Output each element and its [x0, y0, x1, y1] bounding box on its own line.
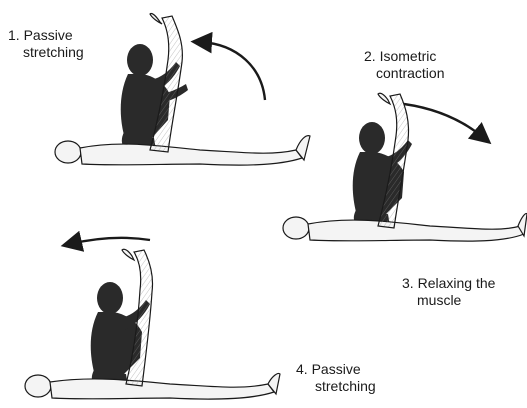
step-label-1: 1. Passive stretching	[8, 27, 84, 61]
step-1-line2: stretching	[8, 44, 84, 61]
step-1-line1: 1. Passive	[8, 27, 84, 44]
arrow-passive-stretch-4	[70, 238, 150, 244]
step-3-line2: muscle	[402, 292, 495, 309]
step-label-2: 2. Isometric contraction	[364, 48, 444, 82]
step-label-3: 3. Relaxing the muscle	[402, 275, 495, 309]
step-2-line2: contraction	[364, 65, 444, 82]
step-3-line1: 3. Relaxing the	[402, 275, 495, 292]
figure-step-2	[283, 93, 527, 241]
figure-step-4	[25, 238, 280, 399]
patient-figure-2	[283, 93, 527, 241]
arrow-passive-stretch-1	[200, 42, 265, 100]
arrow-isometric-2	[404, 104, 484, 138]
step-4-line1: 4. Passive	[296, 361, 376, 378]
figure-step-1	[55, 13, 310, 165]
step-label-4: 4. Passive stretching	[296, 361, 376, 395]
step-4-line2: stretching	[296, 378, 376, 395]
step-2-line1: 2. Isometric	[364, 48, 444, 65]
patient-figure-4	[25, 249, 280, 399]
